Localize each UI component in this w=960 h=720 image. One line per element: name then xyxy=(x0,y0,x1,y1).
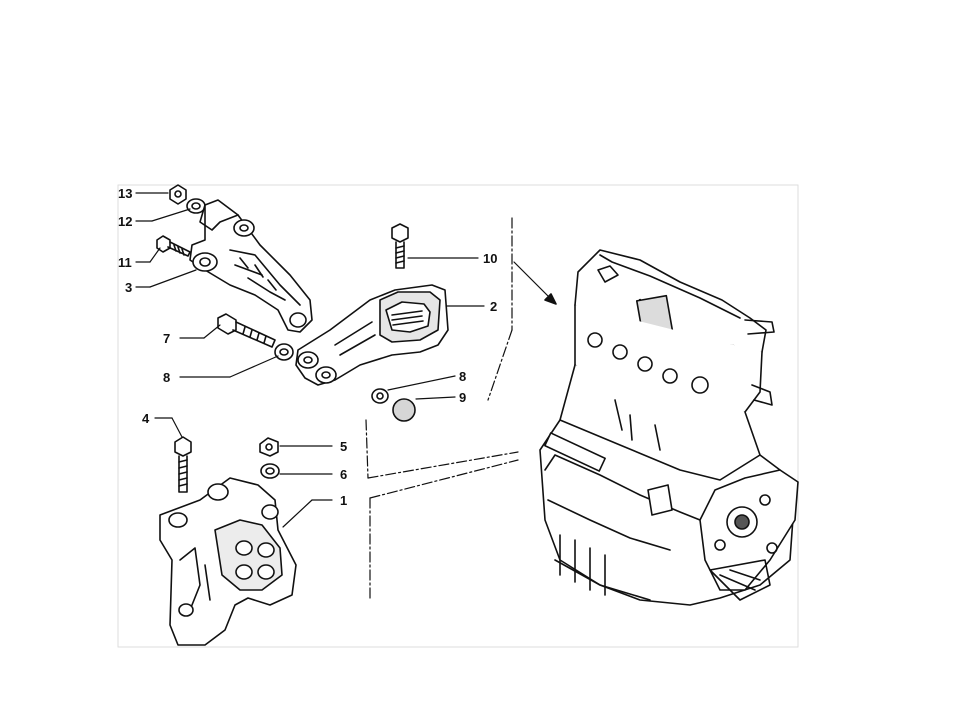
callout-13: 13 xyxy=(118,186,132,201)
callout-12: 12 xyxy=(118,214,132,229)
callout-labels: 13 12 11 3 7 8 10 2 8 9 4 5 6 1 xyxy=(118,186,497,508)
part-9-cap-nut xyxy=(392,398,416,422)
part-7-bolt xyxy=(217,313,276,348)
callout-5: 5 xyxy=(340,439,347,454)
part-3-upper-bracket xyxy=(189,199,313,333)
callout-8-right: 8 xyxy=(459,369,466,384)
callout-6: 6 xyxy=(340,467,347,482)
part-4-bolt xyxy=(174,436,192,493)
callout-8-left: 8 xyxy=(163,370,170,385)
phantom-guide-lines xyxy=(365,217,519,599)
callout-2: 2 xyxy=(490,299,497,314)
callout-9: 9 xyxy=(459,390,466,405)
part-8-washer-left xyxy=(274,343,294,361)
callout-4: 4 xyxy=(142,411,150,426)
leader-lines xyxy=(135,192,485,528)
callout-3: 3 xyxy=(125,280,132,295)
part-2-torque-rod xyxy=(295,284,449,386)
part-11-bolt xyxy=(156,235,191,257)
callout-7: 7 xyxy=(163,331,170,346)
callout-11: 11 xyxy=(118,255,132,270)
part-8-washer-right xyxy=(371,388,389,404)
part-12-washer xyxy=(186,198,206,214)
callout-10: 10 xyxy=(483,251,497,266)
part-6-washer xyxy=(260,463,280,479)
engine-assembly xyxy=(539,249,799,606)
guide-arrow xyxy=(513,261,557,305)
part-1-lower-mount xyxy=(159,477,297,646)
part-13-nut xyxy=(169,184,187,205)
part-10-bolt xyxy=(391,223,409,269)
part-5-nut xyxy=(259,437,279,457)
callout-1: 1 xyxy=(340,493,347,508)
